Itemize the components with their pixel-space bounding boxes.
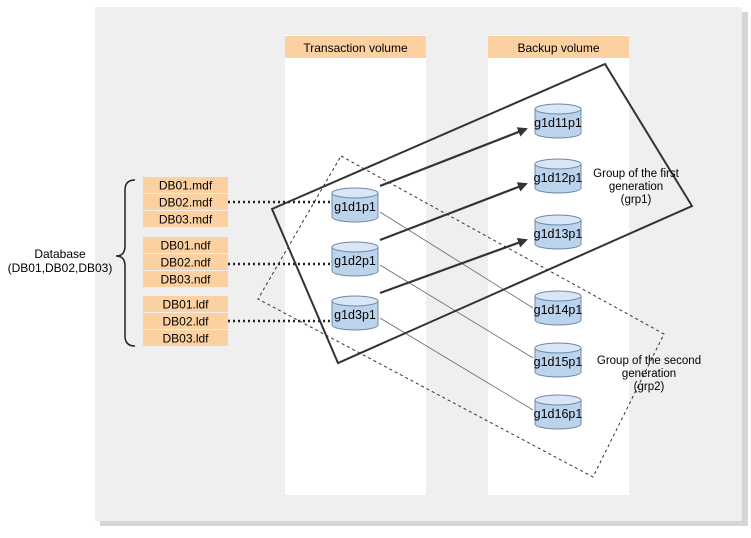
disk-label: g1d16p1 [534,407,583,421]
disk-top [331,241,379,253]
disk-body [534,219,582,250]
disk-cylinder: g1d14p1 [534,290,583,326]
disk-label: g1d14p1 [534,303,583,317]
group2-label-line3: (grp2) [634,381,665,393]
file-name: DB03.ldf [162,332,209,346]
database-label-line1: Database [34,247,86,261]
file-name: DB03.ndf [160,273,211,287]
file-box [143,330,228,346]
group1-outline [270,62,694,365]
disk-cylinder: g1d15p1 [534,342,583,378]
disk-body [534,108,582,139]
arrow [379,127,528,188]
disk-top [534,394,582,406]
disk-label: g1d3p1 [334,308,376,322]
backup-volume-header-bg [488,36,629,58]
disk-body [534,347,582,378]
file-name: DB01.ldf [162,298,209,312]
disk-label: g1d15p1 [534,355,583,369]
file-box [143,237,228,253]
group1-label-line1: Group of the first [593,168,679,180]
transaction-volume-header: Transaction volume [303,41,408,55]
disk-label: g1d13p1 [534,227,583,241]
grp1-arrows [379,127,528,295]
group1-label-line3: (grp1) [621,194,652,206]
database-files: DB01.mdfDB02.mdfDB03.mdfDB01.ndfDB02.ndf… [143,177,228,346]
disk-cylinder: g1d13p1 [534,214,583,250]
disk-top [534,158,582,170]
disk-cylinder: g1d11p1 [534,103,582,139]
arrow [379,238,528,295]
database-brace [115,179,136,347]
disk-body [331,246,379,277]
file-box [143,254,228,270]
disk-cylinder: g1d2p1 [331,241,379,277]
file-box [143,271,228,287]
disk-top [534,342,582,354]
file-name: DB01.ndf [160,239,211,253]
arrow [379,182,528,242]
file-name: DB02.ndf [160,256,211,270]
disk-body [534,163,582,194]
disk-top [534,103,582,115]
disk-cylinder: g1d12p1 [534,158,583,194]
file-box [143,313,228,329]
file-name: DB02.mdf [159,196,213,210]
transaction-volume-header-bg [285,36,426,58]
disk-body [534,295,582,326]
disk-top [331,295,379,307]
disk-cylinder: g1d1p1 [331,187,379,223]
disk-label: g1d2p1 [334,254,376,268]
disk-label: g1d11p1 [534,116,582,130]
disk-top [534,214,582,226]
database-label-line2: (DB01,DB02,DB03) [8,261,113,275]
backup-volume-header: Backup volume [517,41,599,55]
group2-label-line1: Group of the second [597,355,701,367]
disk-label: g1d12p1 [534,171,583,185]
disk-top [331,187,379,199]
disk-cylinders: g1d1p1 g1d2p1 g1d3p1 g1d11p1 g1d12p1 g1d13p1 g… [331,103,583,430]
disk-body [331,300,379,331]
disk-cylinder: g1d3p1 [331,295,379,331]
connector-line [379,211,534,309]
file-box [143,296,228,312]
disk-cylinder: g1d16p1 [534,394,583,430]
group2-label-line2: generation [622,368,676,380]
disk-body [534,399,582,430]
file-box [143,194,228,210]
file-name: DB03.mdf [159,213,213,227]
disk-top [534,290,582,302]
disk-label: g1d1p1 [334,200,376,214]
group1-label-line2: generation [609,181,663,193]
file-box [143,211,228,227]
group2-outline [257,155,665,478]
file-box [143,177,228,193]
disk-body [331,192,379,223]
file-name: DB01.mdf [159,179,213,193]
file-connector-lines [228,200,331,323]
file-name: DB02.ldf [162,315,209,329]
